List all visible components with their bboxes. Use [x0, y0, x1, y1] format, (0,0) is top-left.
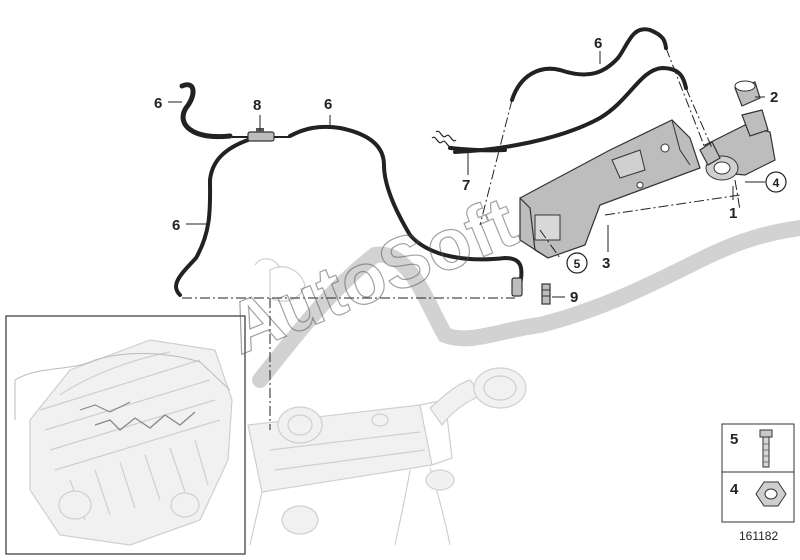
background-exhaust-pipe [252, 220, 800, 388]
callout-7: 7 [462, 177, 470, 194]
connector-8 [232, 128, 290, 142]
hose-7 [431, 130, 507, 153]
bracket-3 [519, 119, 701, 259]
legend-item-5: 5 [730, 431, 738, 448]
callout-6-mid: 6 [324, 96, 332, 113]
callout-1: 1 [729, 205, 737, 222]
callout-6-left: 6 [154, 95, 162, 112]
legend-item-4: 4 [730, 481, 739, 498]
hose-6-left [174, 82, 250, 297]
engine-inset [5, 315, 246, 555]
callout-4-circle: 4 [745, 171, 787, 193]
callout-4: 4 [773, 176, 780, 190]
callout-5: 5 [574, 257, 581, 271]
bolt-9 [541, 283, 551, 305]
callout-5-circle: 5 [566, 252, 588, 274]
diagram-number: 161182 [739, 529, 778, 543]
hose-6-middle [288, 124, 524, 294]
background-egr-cooler [247, 367, 527, 546]
dash-lines [182, 47, 741, 430]
callout-leaders [168, 51, 765, 298]
callout-6-lower: 6 [172, 217, 180, 234]
cap-2 [734, 80, 761, 107]
hose-6-top-right [453, 27, 688, 154]
pipe-connector [511, 277, 523, 297]
callout-2: 2 [770, 89, 778, 106]
legend-box: 5 4 [721, 423, 795, 523]
valve-1 [699, 109, 776, 181]
callout-6-top: 6 [594, 35, 602, 52]
nut-icon [755, 481, 787, 507]
callout-8: 8 [253, 97, 261, 114]
callout-3: 3 [602, 255, 610, 272]
bolt-icon [759, 429, 773, 468]
callout-9: 9 [570, 289, 578, 306]
